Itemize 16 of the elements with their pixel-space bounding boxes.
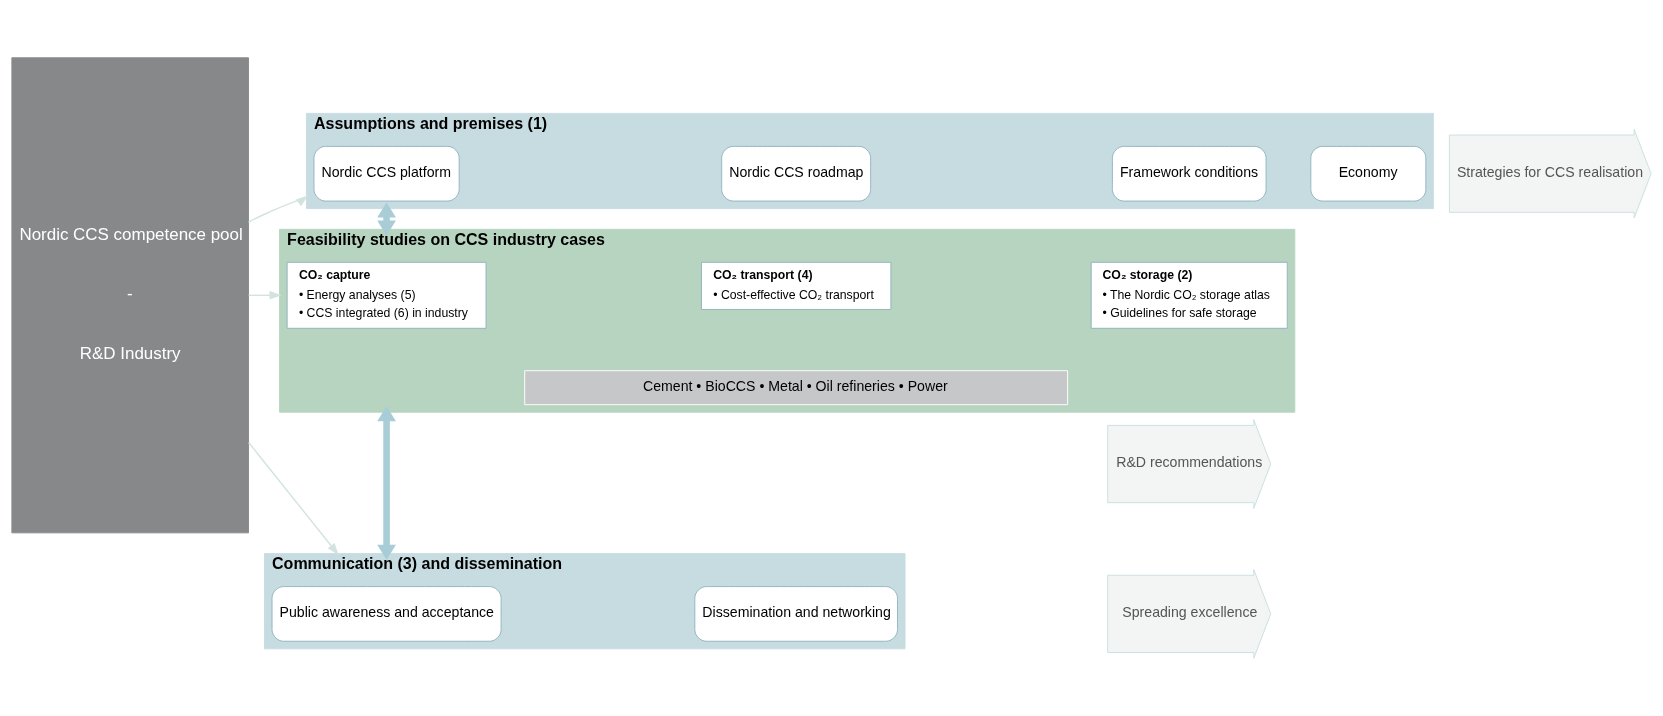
node-box: Cement • BioCCS • Metal • Oil refineries • Power [524, 370, 1069, 406]
arrow [377, 202, 396, 236]
arrow [247, 195, 309, 223]
node-box: CO₂ transport (4) • Cost-effective CO₂ transport [700, 261, 892, 310]
node-box: Nordic CCS roadmap [721, 145, 872, 202]
node-box: Nordic CCS competence pool - R&D Industry [11, 57, 249, 534]
node-box: Public awareness and acceptance [271, 586, 502, 642]
node-box: Dissemination and networking [694, 586, 898, 642]
node-box: Nordic CCS platform [313, 145, 460, 202]
arrow [248, 291, 282, 300]
node-box: CO₂ storage (2) • The Nordic CO₂ storage atlas • Guidelines for safe storage [1090, 261, 1288, 329]
node-box: Economy [1310, 145, 1427, 202]
node-box: CO₂ capture • Energy analyses (5) • CCS integrated (6) in industry [286, 261, 487, 329]
node-box: Framework conditions [1111, 145, 1267, 202]
arrow [248, 441, 339, 556]
arrow [377, 405, 396, 560]
